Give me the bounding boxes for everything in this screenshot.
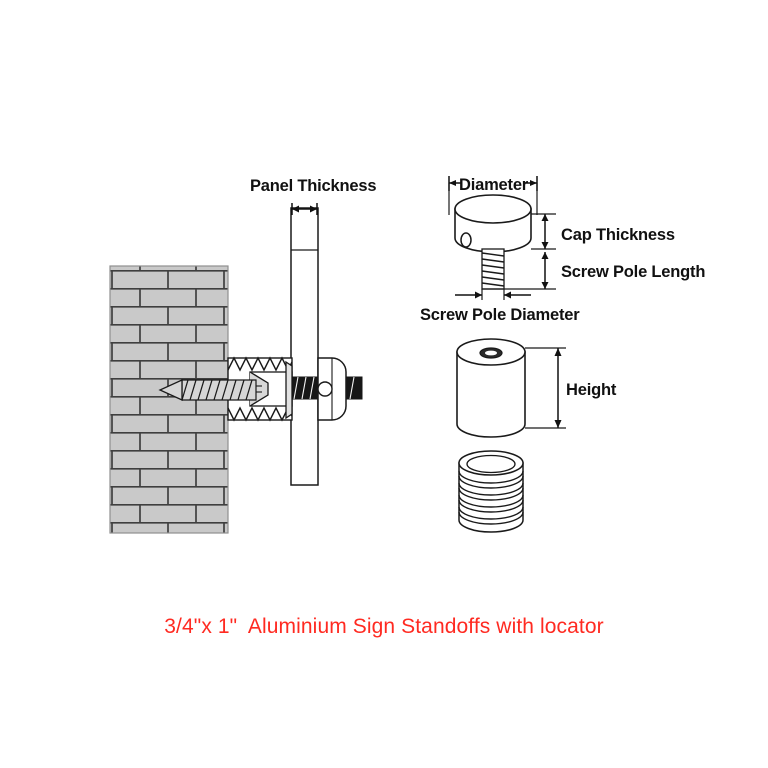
label-cap-thickness: Cap Thickness [561,226,675,244]
cap-head-section [317,357,347,421]
label-panel-thickness: Panel Thickness [250,177,376,195]
barrel-view: Height [456,338,617,438]
figure-caption: 3/4"x 1" Aluminium Sign Standoffs with l… [164,615,604,638]
height-dimension [525,347,566,429]
cap-thickness-dimension [531,213,556,250]
label-height: Height [566,381,617,399]
threaded-stud [481,248,505,290]
locator-view [458,450,524,533]
label-screw-pole-length: Screw Pole Length [561,263,705,281]
locator-threads [458,470,524,525]
screw-pole-diameter-dimension [455,289,531,300]
screw-pole-length-dimension [504,252,556,290]
panel-thickness-dimension [291,203,318,215]
diameter-dimension [448,176,538,215]
wood-screw [158,378,257,402]
cap-view: Diameter Cap Thickness Screw Pole Length [420,176,706,324]
label-diameter: Diameter [459,176,529,194]
cap-top-face [454,194,532,224]
sign-panel [290,207,319,486]
set-screw-hole-icon [460,232,472,248]
barrel-knurl [227,356,293,422]
assembly-view: Panel Thickness [109,177,377,534]
label-screw-pole-diameter: Screw Pole Diameter [420,306,580,324]
